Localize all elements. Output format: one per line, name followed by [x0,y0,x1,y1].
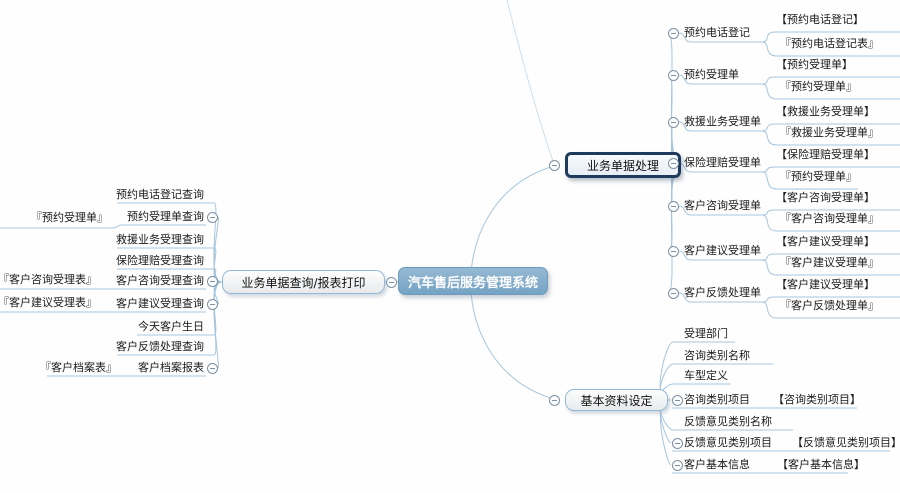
mindmap-node-label[interactable]: 受理部门 [684,327,728,340]
mindmap-node-label[interactable]: 『客户档案表』 [40,361,117,374]
collapse-toggle-icon[interactable] [667,27,679,39]
collapse-toggle-icon[interactable] [667,116,679,128]
mindmap-node-label[interactable]: 预约受理单 [684,68,739,81]
mindmap-node-label[interactable]: 『预约受理单』 [31,211,108,224]
mindmap-node-label[interactable]: 『客户咨询受理表』 [0,273,97,286]
mindmap-node-label[interactable]: 【反馈意见类别项目】 [792,436,900,449]
mindmap-node-label[interactable]: 车型定义 [684,369,728,382]
mindmap-node-label[interactable]: 客户咨询受理查询 [116,274,204,287]
collapse-toggle-icon[interactable] [671,394,683,406]
mindmap-node-label[interactable]: 『救援业务受理单』 [780,126,879,139]
mindmap-node-label[interactable]: 『预约电话登记表』 [780,37,879,50]
mindmap-node-label[interactable]: 【客户咨询受理单】 [776,191,875,204]
collapse-toggle-icon[interactable] [667,245,679,257]
collapse-toggle-icon[interactable] [385,276,397,288]
mindmap-node-label[interactable]: 保险理赔受理单 [684,156,761,169]
mindmap-node-label[interactable]: 【咨询类别项目】 [773,393,861,406]
collapse-toggle-icon[interactable] [206,298,218,310]
mindmap-node-label[interactable]: 『客户反馈处理单』 [780,299,879,312]
collapse-toggle-icon[interactable] [667,200,679,212]
mindmap-node-label[interactable]: 『预约受理单』 [780,170,857,183]
mindmap-node-label[interactable]: 『客户建议受理表』 [0,296,97,309]
mindmap-node-label[interactable]: 保险理赔受理查询 [116,254,204,267]
collapse-toggle-icon[interactable] [667,69,679,81]
collapse-toggle-icon[interactable] [548,159,560,171]
mindmap-node-label[interactable]: 客户反馈处理单 [684,286,761,299]
branch-node-business-docs[interactable]: 业务单据处理 [565,152,681,178]
mindmap-node-label[interactable]: 咨询类别名称 [684,349,750,362]
mindmap-node-label[interactable]: 预约受理单查询 [127,210,204,223]
mindmap-node-label[interactable]: 【客户建议受理单】 [776,235,875,248]
collapse-toggle-icon[interactable] [667,287,679,299]
mindmap-node-label[interactable]: 咨询类别项目 [684,393,750,406]
branch-node-basic-settings[interactable]: 基本资料设定 [565,389,668,411]
mindmap-node-label[interactable]: 『客户咨询受理单』 [780,212,879,225]
mindmap-node-label[interactable]: 【客户建议受理单】 [776,278,875,291]
collapse-toggle-icon[interactable] [667,157,679,169]
collapse-toggle-icon[interactable] [671,437,683,449]
collapse-toggle-icon[interactable] [671,459,683,471]
mindmap-node-label[interactable]: 【预约电话登记】 [776,13,864,26]
mindmap-node-label[interactable]: 【保险理赔受理单】 [776,148,875,161]
mindmap-node-label[interactable]: 反馈意见类别名称 [684,415,772,428]
mindmap-node-label[interactable]: 今天客户生日 [138,320,204,333]
branch-node-query-reports[interactable]: 业务单据查询/报表打印 [222,270,385,294]
mindmap-node-label[interactable]: 救援业务受理查询 [116,233,204,246]
mindmap-node-label[interactable]: 客户基本信息 [684,458,750,471]
mindmap-node-label[interactable]: 救援业务受理单 [684,115,761,128]
mindmap-node-label[interactable]: 客户咨询受理单 [684,199,761,212]
mindmap-node-label[interactable]: 客户档案报表 [138,361,204,374]
mindmap-node-label[interactable]: 客户建议受理查询 [116,297,204,310]
collapse-toggle-icon[interactable] [548,394,560,406]
central-topic-node[interactable]: 汽车售后服务管理系统 [398,267,548,295]
mindmap-node-label[interactable]: 『客户建议受理单』 [780,256,879,269]
mindmap-node-label[interactable]: 【客户基本信息】 [777,458,865,471]
collapse-toggle-icon[interactable] [206,211,218,223]
mindmap-node-label[interactable]: 预约电话登记查询 [116,188,204,201]
collapse-toggle-icon[interactable] [206,362,218,374]
mindmap-node-label[interactable]: 『预约受理单』 [780,80,857,93]
collapse-toggle-icon[interactable] [206,275,218,287]
mindmap-node-label[interactable]: 预约电话登记 [684,26,750,39]
mindmap-node-label[interactable]: 【救援业务受理单】 [776,105,875,118]
mindmap-node-label[interactable]: 客户建议受理单 [684,244,761,257]
mindmap-node-label[interactable]: 客户反馈处理查询 [116,340,204,353]
mindmap-node-label[interactable]: 反馈意见类别项目 [684,436,772,449]
mindmap-node-label[interactable]: 【预约受理单】 [776,58,853,71]
